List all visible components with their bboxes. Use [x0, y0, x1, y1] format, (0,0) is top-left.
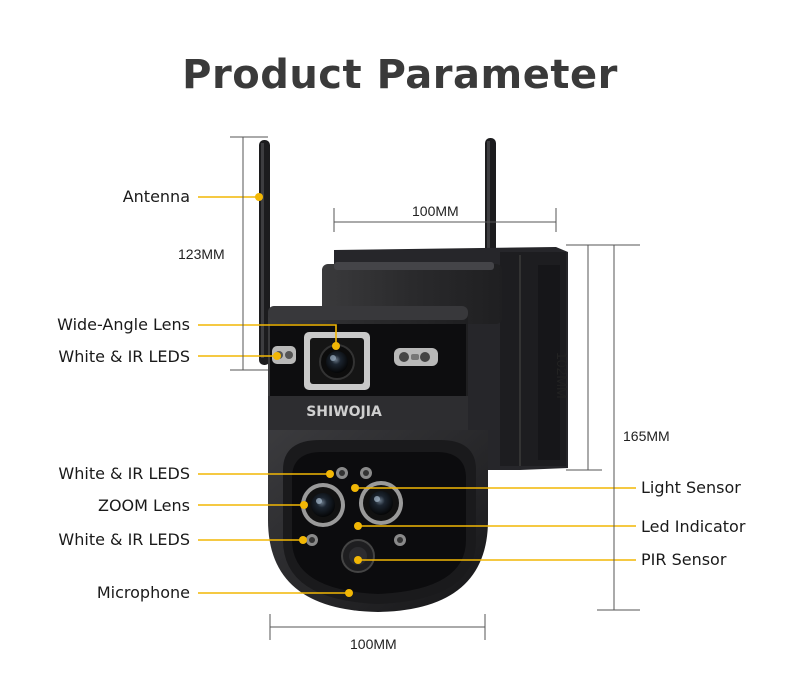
brand-logo: SHIWOJIA — [306, 404, 382, 420]
dim-bottom-width: 100MM — [350, 636, 397, 652]
label-zoom-lens: ZOOM Lens — [98, 496, 190, 515]
wide-angle-lens — [304, 332, 370, 390]
dim-antenna-height: 123MM — [178, 246, 225, 262]
zoom-lens-left — [301, 483, 345, 527]
callout-lines — [198, 196, 636, 594]
label-led-indicator: Led Indicator — [641, 517, 746, 536]
dim-total-height: 165MM — [623, 428, 670, 444]
body-mid — [268, 396, 468, 436]
label-white-ir-leds-lower: White & IR LEDS — [58, 530, 190, 549]
label-light-sensor: Light Sensor — [641, 478, 741, 497]
label-pir-sensor: PIR Sensor — [641, 550, 727, 569]
top-led-right — [394, 348, 438, 366]
dimension-lines — [230, 136, 640, 640]
label-white-ir-leds-upper: White & IR LEDS — [58, 464, 190, 483]
dome-leds — [306, 467, 406, 546]
top-housing — [268, 262, 502, 406]
zoom-lens-right — [359, 481, 403, 525]
dim-solar-height: 102MM — [554, 352, 570, 399]
dim-top-width: 100MM — [412, 203, 459, 219]
page-title: Product Parameter — [182, 52, 618, 98]
label-antenna: Antenna — [122, 187, 190, 206]
label-microphone: Microphone — [96, 583, 190, 602]
label-wide-angle-lens: Wide-Angle Lens — [57, 315, 190, 334]
callout-dots — [255, 193, 362, 597]
label-white-ir-leds-top: White & IR LEDS — [58, 347, 190, 366]
